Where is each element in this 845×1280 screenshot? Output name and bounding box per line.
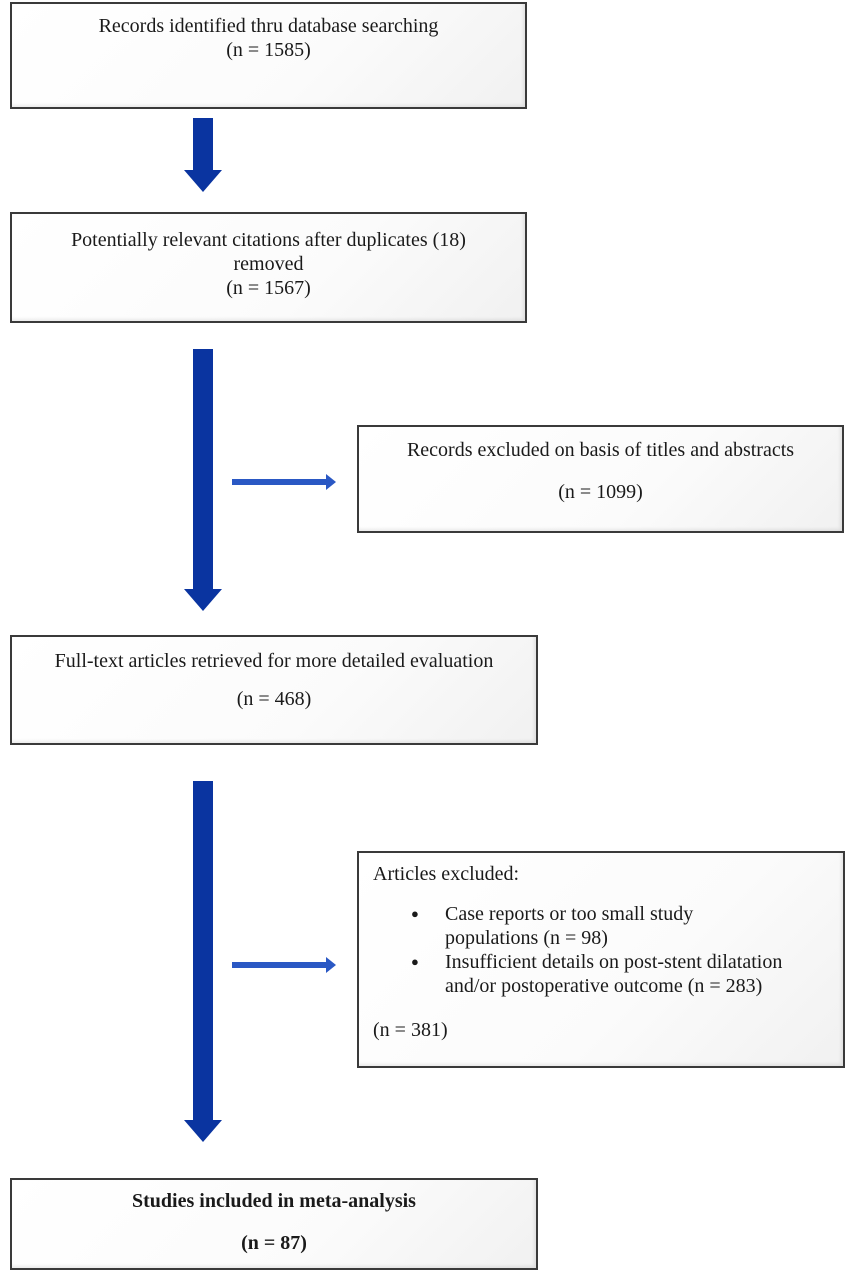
excluded-articles-list: Case reports or too small study populati… (373, 902, 843, 998)
excluded-titles-count: (n = 1099) (558, 481, 643, 503)
records-identified-box: Records identified thru database searchi… (10, 2, 527, 109)
exclusion-reason-2-line1: Insufficient details on post-stent dilat… (445, 951, 783, 973)
excluded-titles-box: Records excluded on basis of titles and … (357, 425, 844, 533)
relevant-citations-title-2: removed (233, 253, 304, 275)
included-studies-count: (n = 87) (241, 1232, 307, 1254)
fulltext-box: Full-text articles retrieved for more de… (10, 635, 538, 745)
included-studies-title: Studies included in meta-analysis (132, 1190, 416, 1212)
exclusion-reason-2-line2: and/or postoperative outcome (n = 283) (445, 975, 763, 997)
included-studies-box: Studies included in meta-analysis (n = 8… (10, 1178, 538, 1270)
exclusion-reason-1: Case reports or too small study populati… (373, 902, 843, 950)
relevant-citations-title-1: Potentially relevant citations after dup… (71, 229, 466, 251)
relevant-citations-count: (n = 1567) (226, 277, 311, 299)
excluded-articles-box: Articles excluded: Case reports or too s… (357, 851, 845, 1068)
fulltext-title: Full-text articles retrieved for more de… (54, 650, 494, 672)
excluded-articles-count: (n = 381) (373, 1019, 448, 1041)
fulltext-count: (n = 468) (236, 688, 312, 710)
exclusion-reason-1-line2: populations (n = 98) (445, 927, 608, 949)
relevant-citations-box: Potentially relevant citations after dup… (10, 212, 527, 323)
excluded-titles-title: Records excluded on basis of titles and … (406, 439, 795, 461)
records-identified-count: (n = 1585) (226, 39, 311, 61)
exclusion-reason-2: Insufficient details on post-stent dilat… (373, 950, 843, 998)
records-identified-title: Records identified thru database searchi… (98, 15, 439, 37)
exclusion-reason-1-line1: Case reports or too small study (445, 903, 694, 925)
excluded-articles-title: Articles excluded: (373, 863, 520, 885)
